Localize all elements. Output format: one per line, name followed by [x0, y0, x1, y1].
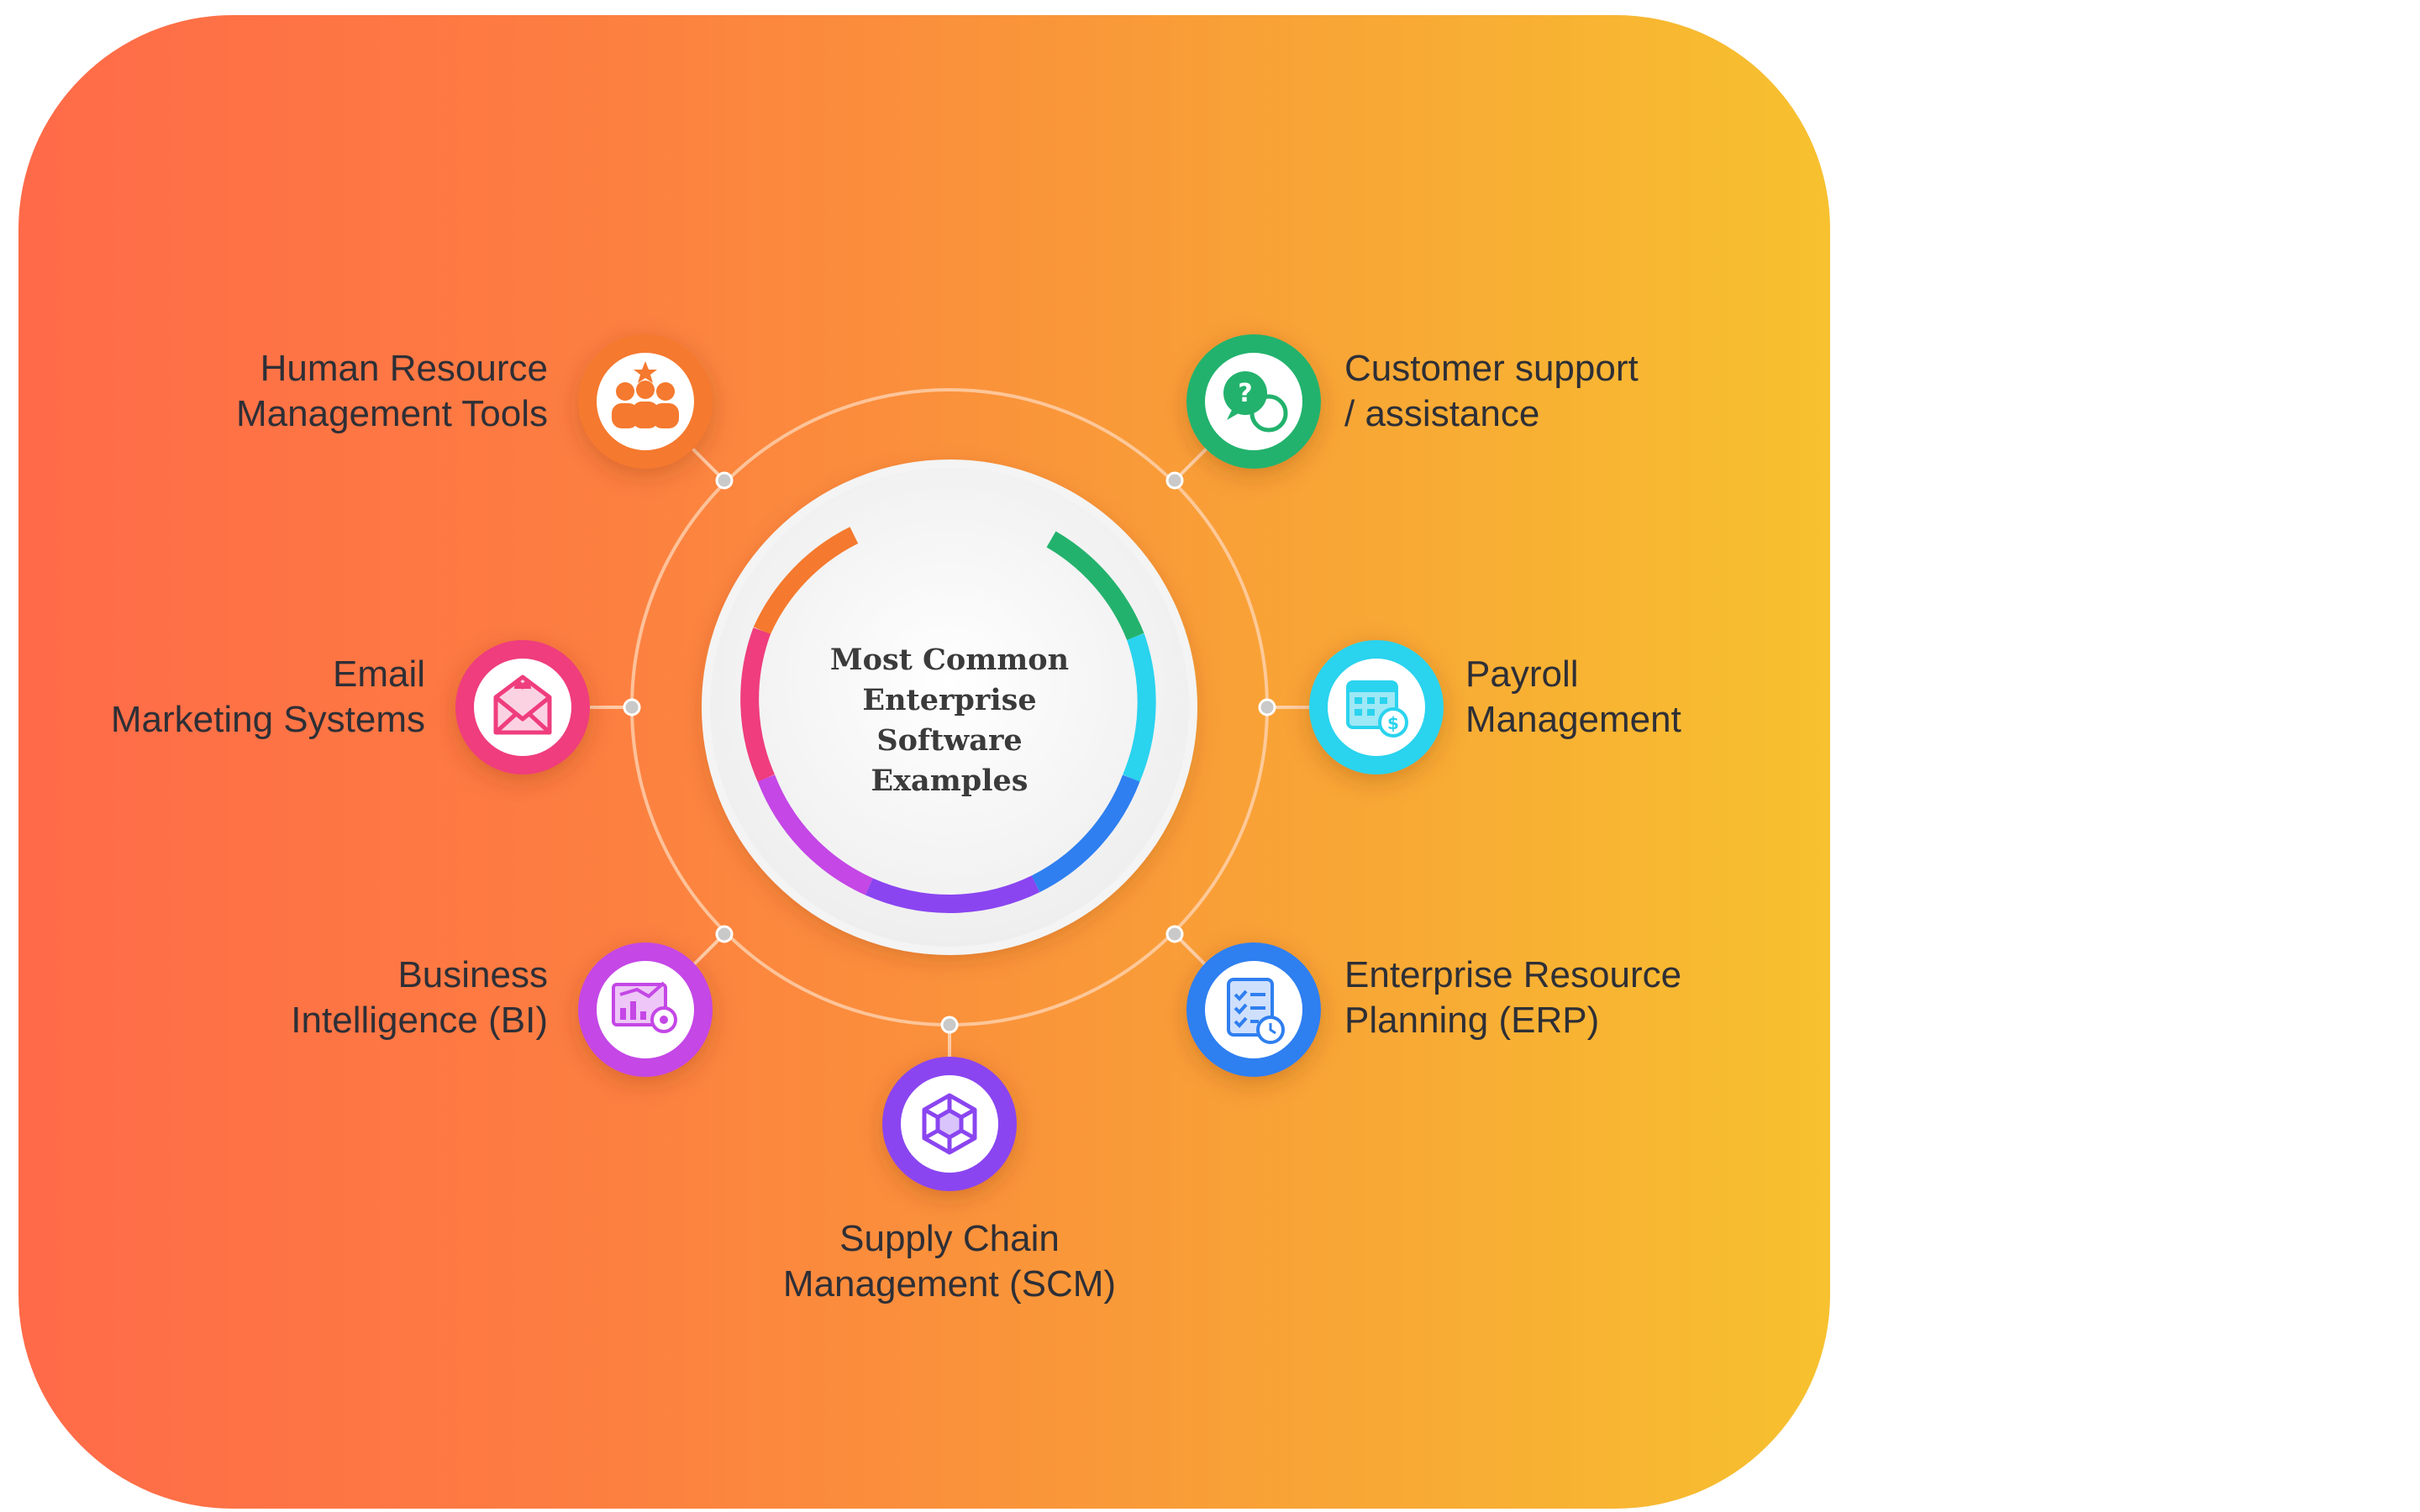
connector-dots — [623, 471, 1276, 1034]
customer-support-label: Customer support / assistance — [1344, 346, 1639, 437]
hub-title: Most Common Enterprise Software Examples — [802, 640, 1097, 801]
analytics-dashboard-icon — [612, 981, 677, 1033]
payroll-label-line-1: Payroll — [1465, 654, 1579, 695]
email-label-line-2: Marketing Systems — [110, 699, 425, 740]
calendar-dollar-icon: $ — [1346, 680, 1408, 738]
hub — [702, 459, 1197, 955]
scm-label-line-2: Management (SCM) — [782, 1263, 1117, 1305]
hub-title-line-2: Enterprise Software — [862, 683, 1037, 758]
customer-support-node: ? — [1186, 334, 1321, 469]
email-label: Email Marketing Systems — [111, 652, 425, 743]
payroll-label: Payroll Management — [1465, 652, 1681, 743]
checklist-clock-icon — [1227, 978, 1285, 1044]
hr-node — [578, 334, 713, 469]
erp-label-line-1: Enterprise Resource — [1344, 954, 1682, 995]
scm-label-line-1: Supply Chain — [839, 1218, 1060, 1259]
bi-node — [578, 942, 713, 1077]
hr-label: Human Resource Management Tools — [236, 346, 548, 437]
envelope-icon — [493, 675, 552, 735]
people-group-icon — [612, 361, 679, 428]
email-label-line-1: Email — [332, 654, 425, 695]
scm-label: Supply Chain Management (SCM) — [739, 1216, 1160, 1307]
cube-network-icon — [922, 1093, 977, 1155]
bi-label-line-2: Intelligence (BI) — [291, 1000, 548, 1041]
hub-title-line-3: Examples — [871, 764, 1028, 798]
hub-segmented-arc — [740, 527, 1156, 913]
hr-label-line-2: Management Tools — [236, 393, 548, 434]
hub-title-line-1: Most Common — [829, 643, 1070, 677]
chat-question-icon: ? — [1223, 371, 1288, 433]
bi-label: Business Intelligence (BI) — [291, 953, 548, 1043]
erp-node — [1186, 942, 1321, 1077]
erp-label: Enterprise Resource Planning (ERP) — [1344, 953, 1681, 1043]
scm-node — [882, 1057, 1017, 1191]
hr-label-line-1: Human Resource — [260, 348, 548, 389]
bi-label-line-1: Business — [397, 954, 548, 995]
svg-text:$: $ — [1387, 713, 1399, 733]
payroll-node: $ — [1309, 640, 1444, 774]
customer-support-label-line-2: / assistance — [1344, 393, 1540, 434]
svg-text:?: ? — [1238, 379, 1252, 408]
email-node — [455, 640, 590, 774]
payroll-label-line-2: Management — [1465, 699, 1681, 740]
erp-label-line-2: Planning (ERP) — [1344, 1000, 1600, 1041]
customer-support-label-line-1: Customer support — [1344, 348, 1639, 389]
